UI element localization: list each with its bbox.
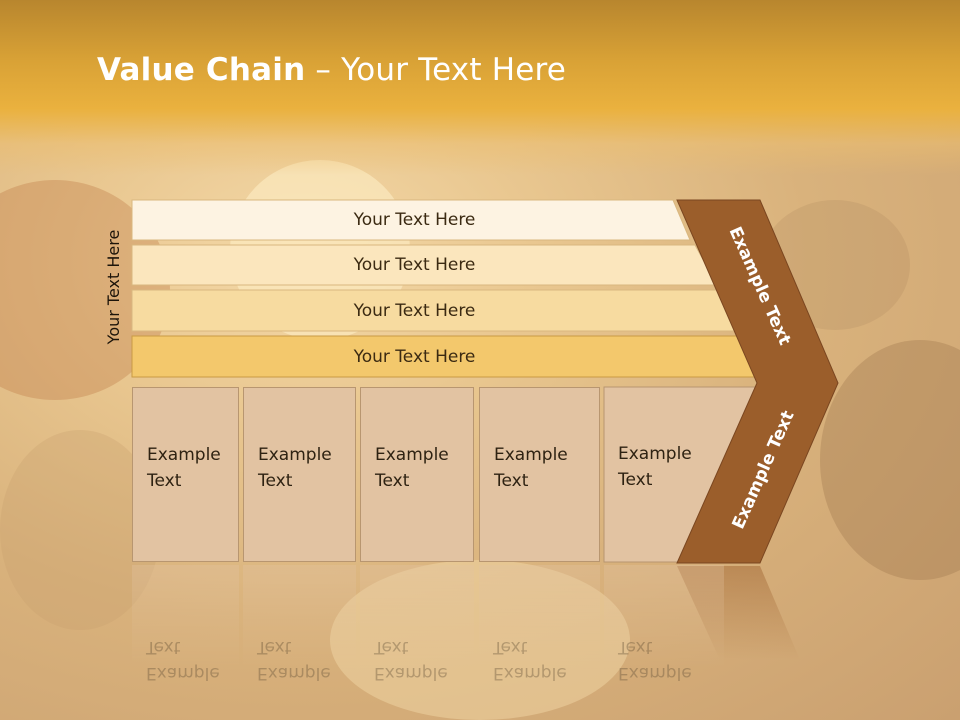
box-reflection: Example Text [604,565,724,685]
reflection-text: Example Text [257,637,331,683]
activity-box-5: Example Text [604,387,724,562]
reflection-text: Example Text [493,637,567,683]
reflection-text: Example Text [146,637,220,683]
band-shape-1 [131,199,691,241]
activity-box-3: Example Text [360,387,474,562]
activity-box-text: Example Text [494,445,568,491]
slide-title-bold: Value Chain [97,52,306,88]
activity-box-4: Example Text [479,387,600,562]
band-4: Your Text Here [132,336,762,377]
activity-box-text: Example Text [258,445,332,491]
vertical-axis-label: Your Text Here [104,229,123,345]
band-3: Your Text Here [132,290,737,331]
band-label: Your Text Here [353,346,476,367]
band-label: Your Text Here [353,300,476,321]
activity-box-2: Example Text [243,387,356,562]
arrow-reflection [677,566,800,660]
reflection-text: Example Text [618,637,692,683]
value-chain-arrow [676,199,839,564]
band-1: Your Text Here [132,200,692,240]
activity-box-1: Example Text [132,387,239,562]
activity-box-text: Example Text [375,445,449,491]
box-reflection: Example Text [479,565,600,685]
band-label: Your Text Here [353,210,476,230]
band-2: Your Text Here [132,245,717,285]
background-decoration [330,560,630,720]
reflection-text: Example Text [374,637,448,683]
header-band [0,0,960,175]
activity-box-text: Example Text [618,444,692,490]
box-reflection: Example Text [132,565,239,685]
slide-title-rest: – Your Text Here [305,52,567,88]
box-reflection: Example Text [360,565,474,685]
band-label: Your Text Here [353,255,476,275]
box-reflection: Example Text [243,565,356,685]
slide-title: Value Chain – Your Text Here [97,52,566,88]
activity-box-text: Example Text [147,445,221,491]
